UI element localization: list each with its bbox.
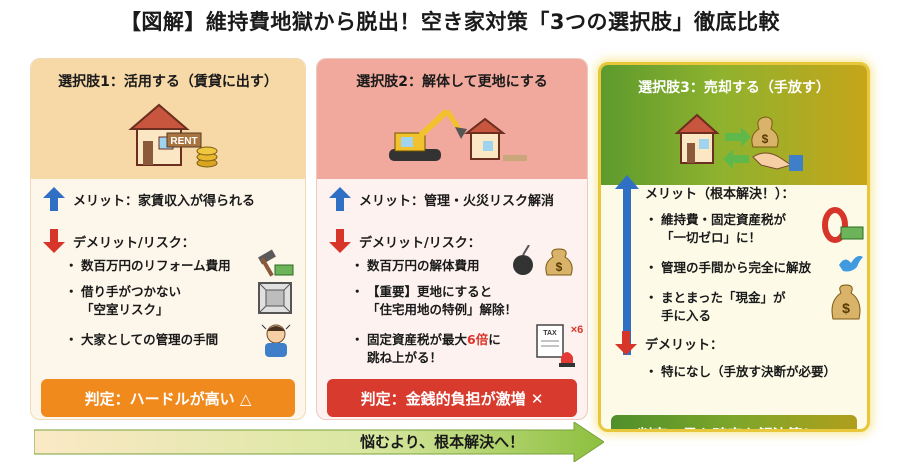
tax-label: TAX bbox=[543, 330, 557, 337]
demerit-row: デメリット： bbox=[615, 331, 723, 355]
rental-house-illustration: RENT bbox=[128, 103, 218, 168]
bullet-cash: まとまった「現金」が bbox=[645, 289, 785, 307]
cash-text: 手に入る bbox=[661, 308, 712, 323]
merit-text: メリット：家賃収入が得られる bbox=[73, 193, 256, 209]
option-card-demolish: 選択肢2：解体して更地にする メリット：管理・火災リスク解消 デメリット/リスク… bbox=[316, 58, 588, 420]
zero-text: 「一切ゼロ」に！ bbox=[661, 230, 762, 245]
bullet-no-demerit: 特になし（手放す決断が必要） bbox=[645, 363, 836, 381]
arrow-down-icon bbox=[615, 331, 637, 355]
rent-sign-text: RENT bbox=[170, 136, 197, 147]
demerit-row: デメリット/リスク： bbox=[43, 229, 195, 253]
card-title: 選択肢2：解体して更地にする bbox=[356, 74, 548, 90]
merit-text: メリット（根本解決！）： bbox=[645, 187, 795, 202]
vacancy-risk-text: 「空室リスク」 bbox=[81, 302, 169, 317]
bullet-important: 【重要】更地にすると bbox=[351, 283, 492, 301]
bottom-arrow-text: 悩むより、根本解決へ！ bbox=[360, 433, 525, 451]
demerit-heading: デメリット/リスク： bbox=[359, 235, 481, 251]
long-arrow-up-icon bbox=[615, 175, 639, 355]
card-header: 選択肢1：活用する（賃貸に出す） RENT bbox=[31, 59, 305, 179]
bullet-tax-increase: 固定資産税が最大6倍に bbox=[351, 331, 501, 349]
stressed-person-icon bbox=[261, 324, 291, 357]
bullet-demolition-cost: 数百万円の解体費用 bbox=[351, 257, 479, 275]
wrecking-ball-money-icon: $ bbox=[513, 245, 573, 276]
merit-text: メリット：管理・火災リスク解消 bbox=[359, 193, 555, 209]
svg-text:$: $ bbox=[842, 300, 850, 316]
bullet-zero-cost: 維持費・固定資産税が bbox=[645, 211, 786, 229]
bullet-reform-cost: 数百万円のリフォーム費用 bbox=[65, 257, 231, 275]
option-card-rent: 選択肢1：活用する（賃貸に出す） RENT メリット：家賃収入が得られる デメリ… bbox=[30, 58, 306, 420]
tax-document-icon: TAX ×6 bbox=[536, 324, 584, 367]
demerit-row: デメリット/リスク： bbox=[329, 229, 481, 253]
bottom-progress-arrow bbox=[34, 422, 604, 462]
card-title: 選択肢1：活用する（賃貸に出す） bbox=[58, 74, 278, 90]
arrow-up-icon bbox=[329, 187, 351, 211]
merit-row: メリット：管理・火災リスク解消 bbox=[329, 187, 554, 211]
special-exemption-text: 「住宅用地の特例」解除！ bbox=[367, 302, 518, 317]
demerit-heading: デメリット： bbox=[645, 337, 724, 353]
demolition-illustration bbox=[389, 108, 527, 161]
bird-freedom-icon bbox=[839, 255, 863, 272]
bullet-landlord-effort: 大家としての管理の手間 bbox=[65, 331, 218, 349]
card-header: 選択肢3：売却する（手放す） $ bbox=[601, 65, 867, 185]
card-header: 選択肢2：解体して更地にする bbox=[317, 59, 587, 179]
demerit-heading: デメリット/リスク： bbox=[73, 235, 195, 251]
tax-jump-text: 跳ね上がる！ bbox=[367, 350, 443, 365]
arrow-down-icon bbox=[329, 229, 351, 253]
arrow-up-icon bbox=[43, 187, 65, 211]
hammer-money-icon bbox=[258, 249, 294, 277]
arrow-down-icon bbox=[43, 229, 65, 253]
zero-money-icon bbox=[822, 207, 864, 243]
money-bag-icon: $ bbox=[831, 284, 861, 320]
option-card-sell: 選択肢3：売却する（手放す） $ メリット（根本解決！）： 維持費・固定資産税が… bbox=[598, 62, 870, 432]
svg-text:$: $ bbox=[762, 132, 769, 146]
tax-multiplier-label: ×6 bbox=[571, 324, 584, 336]
svg-text:$: $ bbox=[556, 260, 563, 274]
bullet-no-tenant: 借り手がつかない bbox=[65, 283, 181, 301]
merit-row: メリット：家賃収入が得られる bbox=[43, 187, 255, 211]
sell-handshake-illustration: $ bbox=[674, 113, 803, 171]
card-title: 選択肢3：売却する（手放す） bbox=[638, 80, 830, 96]
verdict-badge: 判定：ハードルが高い △ bbox=[41, 379, 295, 417]
verdict-badge: 判定：金銭的負担が激増 ✕ bbox=[327, 379, 577, 417]
bullet-free-from-management: 管理の手間から完全に解放 bbox=[645, 259, 811, 277]
empty-room-icon bbox=[258, 282, 292, 314]
page-title: 【図解】維持費地獄から脱出！空き家対策「3つの選択肢」徹底比較 bbox=[119, 10, 781, 34]
tax-multiplier-highlight: 6倍 bbox=[467, 332, 489, 347]
verdict-badge: 判定：最も確実な解決策！◎ bbox=[611, 415, 857, 429]
